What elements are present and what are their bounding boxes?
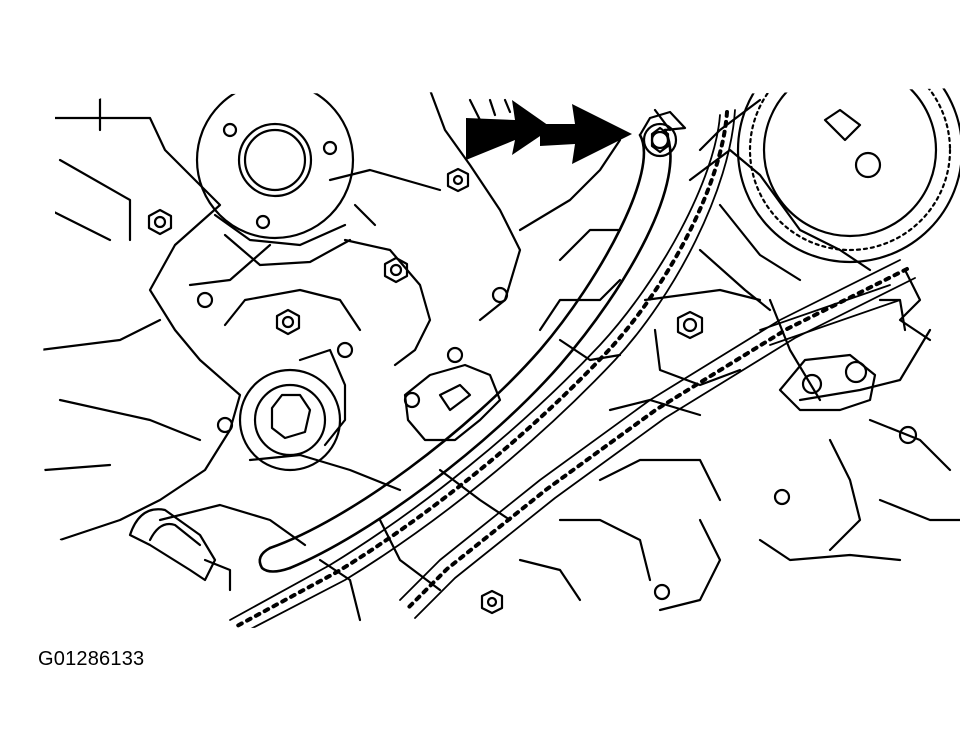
tensioner-plate [653,353,918,601]
figure-id-label: G01286133 [38,648,145,670]
water-pump-pulley [195,88,377,267]
timing-chain-secondary [399,259,916,619]
callout-arrow-icon [466,100,632,164]
bolts [147,167,704,615]
oil-tube [128,508,232,592]
engine-block-outline [40,88,960,622]
guide-bracket [403,363,502,442]
timing-chain-primary [229,109,736,628]
cam-sprocket [736,88,960,264]
crank-hub [196,286,509,472]
guide-bolt [642,122,678,158]
chain-guide [258,110,687,573]
